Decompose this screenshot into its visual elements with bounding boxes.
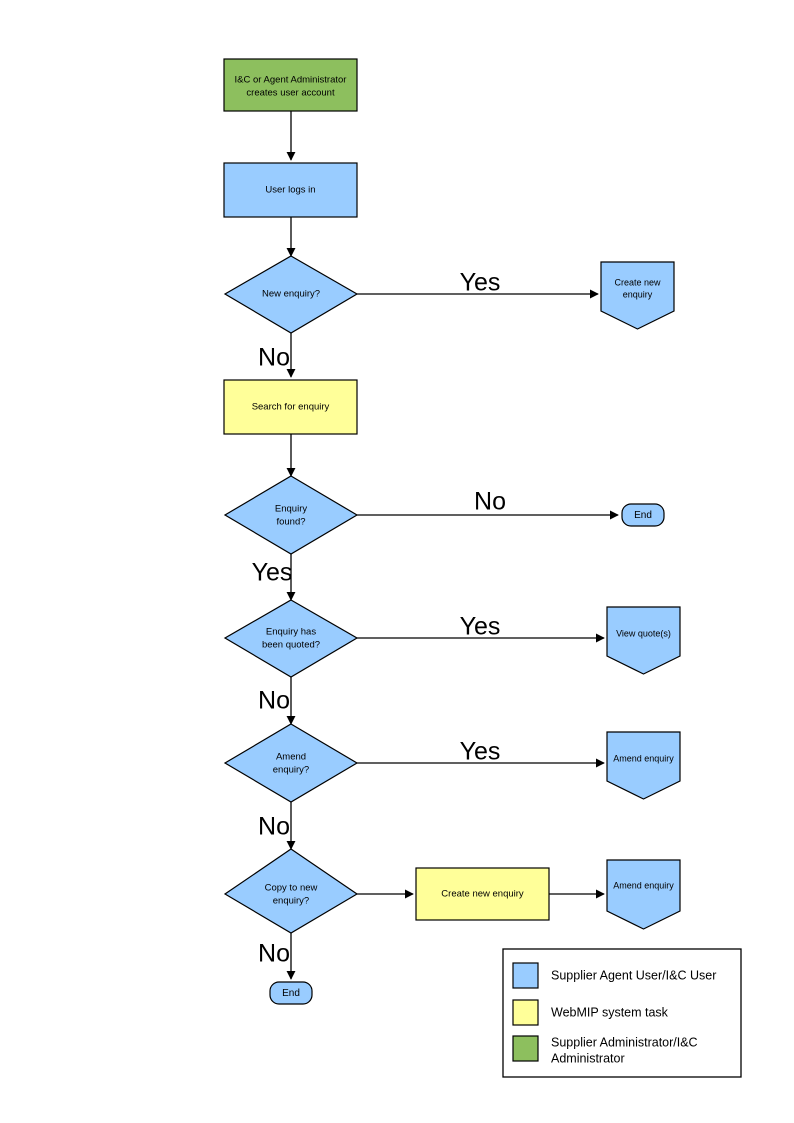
- branch-label-new-enquiry-yes: Yes: [460, 269, 501, 297]
- branch-label-new-enquiry-no: No: [258, 344, 290, 372]
- create-new-enquiry-top-label-line2: enquiry: [623, 289, 653, 299]
- node-view-quotes[interactable]: View quote(s): [606, 606, 681, 675]
- node-end-found[interactable]: End: [621, 503, 665, 527]
- copy-to-new-decision-label-line1: Copy to new: [265, 883, 318, 894]
- node-amend-enquiry-action2[interactable]: Amend enquiry: [606, 859, 681, 930]
- node-search-for-enquiry[interactable]: Search for enquiry: [223, 379, 358, 435]
- node-new-enquiry-decision[interactable]: New enquiry?: [223, 255, 359, 334]
- search-for-enquiry-label: Search for enquiry: [252, 402, 330, 413]
- node-amend-enquiry-decision[interactable]: Amend enquiry?: [223, 723, 359, 803]
- connectors: [286, 111, 619, 980]
- branch-label-quoted-yes: Yes: [460, 613, 501, 641]
- node-user-logs-in[interactable]: User logs in: [223, 162, 358, 218]
- admin-create-account-label-line1: I&C or Agent Administrator: [235, 75, 347, 86]
- enquiry-quoted-decision-label-line1: Enquiry has: [266, 627, 316, 638]
- amend-enquiry-action2-shape[interactable]: [606, 859, 681, 930]
- create-new-enquiry-bottom-label: Create new enquiry: [441, 889, 524, 900]
- end-final-shape[interactable]: [269, 981, 313, 1005]
- user-logs-in-shape[interactable]: [223, 162, 358, 218]
- create-new-enquiry-bottom-shape[interactable]: [415, 867, 550, 921]
- node-admin-create-account[interactable]: I&C or Agent Administrator creates user …: [223, 58, 358, 112]
- legend: Supplier Agent User/I&C User WebMIP syst…: [502, 948, 742, 1078]
- legend-label-admin-green-line1: Supplier Administrator/I&C: [551, 1035, 698, 1049]
- user-logs-in-label: User logs in: [265, 185, 315, 196]
- copy-to-new-decision-shape[interactable]: [223, 848, 359, 934]
- node-end-final[interactable]: End: [269, 981, 313, 1005]
- amend-enquiry-action2-label: Amend enquiry: [613, 880, 674, 890]
- enquiry-quoted-decision-shape[interactable]: [223, 599, 359, 678]
- branch-label-amend-yes: Yes: [460, 738, 501, 766]
- enquiry-found-decision-label-line2: found?: [276, 517, 305, 528]
- node-create-new-enquiry-top[interactable]: Create new enquiry: [600, 261, 675, 330]
- legend-label-admin-green-line2: Administrator: [551, 1051, 625, 1065]
- legend-label-system-yellow: WebMIP system task: [551, 1005, 669, 1019]
- legend-swatch-user-blue: [512, 962, 539, 989]
- amend-enquiry-decision-label-line1: Amend: [276, 752, 306, 763]
- node-enquiry-quoted-decision[interactable]: Enquiry has been quoted?: [223, 599, 359, 678]
- copy-to-new-decision-label-line2: enquiry?: [273, 896, 309, 907]
- branch-labels: Yes No No Yes Yes No Yes No No: [252, 269, 506, 968]
- enquiry-quoted-decision-label-line2: been quoted?: [262, 640, 320, 651]
- admin-create-account-label-line2: creates user account: [246, 88, 335, 99]
- branch-label-enquiry-found-no: No: [474, 488, 506, 516]
- end-final-label: End: [282, 988, 300, 999]
- create-new-enquiry-top-label-line1: Create new: [614, 277, 661, 287]
- legend-label-user-blue: Supplier Agent User/I&C User: [551, 968, 716, 982]
- admin-create-account-shape[interactable]: [223, 58, 358, 112]
- view-quotes-label: View quote(s): [616, 628, 671, 638]
- end-found-shape[interactable]: [621, 503, 665, 527]
- branch-label-quoted-no: No: [258, 687, 290, 715]
- new-enquiry-decision-shape[interactable]: [223, 255, 359, 334]
- legend-swatch-admin-green: [512, 1035, 539, 1062]
- enquiry-found-decision-label-line1: Enquiry: [275, 504, 307, 515]
- node-create-new-enquiry-bottom[interactable]: Create new enquiry: [415, 867, 550, 921]
- end-found-label: End: [634, 510, 652, 521]
- node-enquiry-found-decision[interactable]: Enquiry found?: [223, 475, 359, 555]
- enquiry-found-decision-shape[interactable]: [223, 475, 359, 555]
- view-quotes-shape[interactable]: [606, 606, 681, 675]
- node-amend-enquiry-action[interactable]: Amend enquiry: [606, 731, 681, 800]
- create-new-enquiry-top-shape[interactable]: [600, 261, 675, 330]
- branch-label-copy-no: No: [258, 940, 290, 968]
- search-for-enquiry-shape[interactable]: [223, 379, 358, 435]
- branch-label-amend-no: No: [258, 813, 290, 841]
- node-copy-to-new-decision[interactable]: Copy to new enquiry?: [223, 848, 359, 934]
- amend-enquiry-action-shape[interactable]: [606, 731, 681, 800]
- legend-swatch-system-yellow: [512, 999, 539, 1026]
- amend-enquiry-action-label: Amend enquiry: [613, 753, 674, 763]
- amend-enquiry-decision-label-line2: enquiry?: [273, 765, 309, 776]
- amend-enquiry-decision-shape[interactable]: [223, 723, 359, 803]
- new-enquiry-decision-label: New enquiry?: [262, 289, 320, 300]
- branch-label-enquiry-found-yes: Yes: [252, 559, 293, 587]
- legend-container: [502, 948, 742, 1078]
